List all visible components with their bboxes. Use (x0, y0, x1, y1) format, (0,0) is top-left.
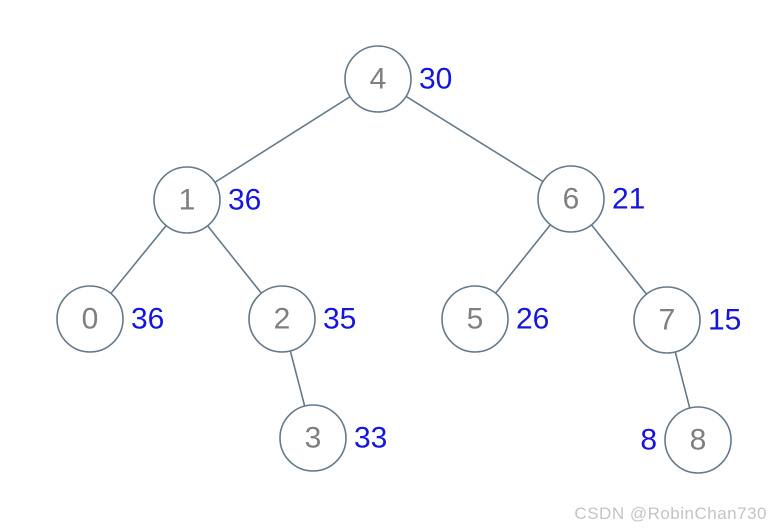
node-label-3: 3 (305, 422, 322, 455)
node-circle-2 (248, 285, 316, 353)
node-annotation-1: 36 (228, 184, 261, 217)
node-label-4: 4 (370, 63, 387, 96)
edge-4-6 (377, 78, 572, 200)
edge-4-1 (186, 78, 379, 201)
node-label-7: 7 (659, 304, 676, 337)
node-label-1: 1 (179, 184, 196, 217)
node-label-0: 0 (82, 303, 99, 336)
node-label-5: 5 (467, 303, 484, 336)
node-annotation-3: 33 (354, 422, 387, 455)
node-circle-0 (56, 285, 124, 353)
node-circle-6 (537, 165, 605, 233)
node-label-2: 2 (274, 303, 291, 336)
tree-node-5: 5 26 (441, 285, 549, 353)
node-annotation-2: 35 (323, 303, 356, 336)
watermark: CSDN @RobinChan730 (574, 504, 767, 523)
tree-node-7: 7 15 (633, 286, 741, 354)
node-label-6: 6 (563, 183, 580, 216)
tree-node-4: 4 30 (344, 45, 452, 113)
node-circle-1 (153, 166, 221, 234)
tree-node-2: 2 35 (248, 285, 356, 353)
tree-node-0: 0 36 (56, 285, 164, 353)
node-circle-7 (633, 286, 701, 354)
node-circle-8 (664, 406, 732, 474)
node-annotation-7: 15 (708, 304, 741, 337)
node-label-8: 8 (690, 424, 707, 457)
node-circle-4 (344, 45, 412, 113)
node-annotation-6: 21 (612, 183, 645, 216)
node-annotation-4: 30 (419, 63, 452, 96)
node-circle-5 (441, 285, 509, 353)
node-annotation-8: 8 (640, 424, 657, 457)
node-annotation-5: 26 (516, 303, 549, 336)
tree-node-6: 6 21 (537, 165, 645, 233)
tree-node-8: 88 (640, 406, 732, 474)
node-circle-3 (279, 404, 347, 472)
tree-node-1: 1 36 (153, 166, 261, 234)
node-annotation-0: 36 (131, 303, 164, 336)
